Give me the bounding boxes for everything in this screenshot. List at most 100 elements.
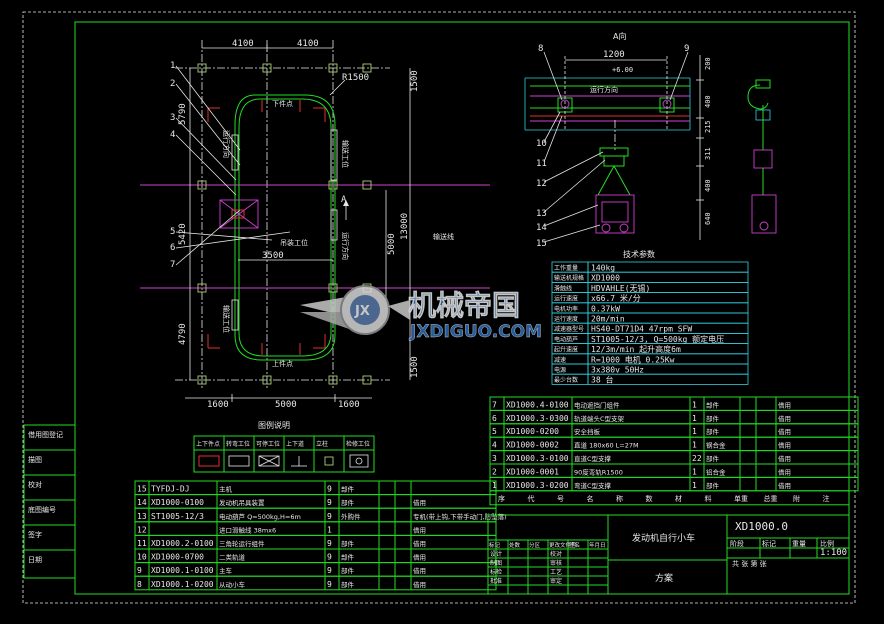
dim-right-inner-1: 5000 bbox=[387, 233, 397, 255]
stamp-label: 借用图登记 bbox=[28, 430, 63, 439]
legend-symbol-cross bbox=[258, 455, 280, 467]
watermark-cn: 机械帝国 bbox=[408, 289, 520, 322]
tb-right-label-2: 标记 bbox=[762, 539, 776, 548]
bom-cell: XD1000.4-0100 bbox=[506, 400, 569, 409]
tb-role-label: 校对 bbox=[550, 550, 562, 558]
dim-center: 3500 bbox=[262, 251, 284, 261]
bom-cell: 直道C型支撑 bbox=[574, 454, 612, 463]
bom-cell: 外购件 bbox=[341, 512, 361, 521]
bom-cell: 9 bbox=[327, 512, 332, 521]
bom-cell: 借用 bbox=[413, 498, 426, 507]
bom-header-label: 号 bbox=[557, 495, 564, 503]
tech-row-value: R=1000 电机 0.25Kw bbox=[591, 354, 675, 364]
bom-cell: 10 bbox=[137, 553, 147, 562]
bom-cell: 借用 bbox=[413, 553, 426, 562]
bom-cell: 借用 bbox=[778, 414, 791, 423]
bom-cell: 借用 bbox=[778, 481, 791, 490]
drawing-number: XD1000.0 bbox=[735, 520, 788, 533]
tb-header-label: 标记 bbox=[489, 541, 501, 549]
legend-label: 转弯工位 bbox=[226, 440, 250, 448]
bom-cell: 部件 bbox=[341, 580, 355, 589]
tech-row-value: 20m/min bbox=[591, 315, 625, 324]
tech-row-key: 减速 bbox=[554, 356, 566, 364]
tb-role-label: 审定 bbox=[550, 577, 562, 585]
tech-row-key: 运行速度 bbox=[554, 315, 578, 323]
bom-cell: 4 bbox=[492, 441, 497, 450]
tb-right-label-1: 阶段 bbox=[730, 539, 744, 548]
bom-cell: 9 bbox=[327, 566, 332, 575]
bom-cell: 借用 bbox=[778, 400, 791, 409]
bom-cell: 部件 bbox=[341, 539, 355, 548]
bom-cell: 9 bbox=[327, 498, 332, 507]
dim-right-outer-2: 1500 bbox=[410, 356, 420, 378]
dim-left-2: 5420 bbox=[178, 223, 188, 245]
bom-cell: 安全挡板 bbox=[574, 427, 601, 436]
bom-cell: XD1000-0700 bbox=[151, 553, 204, 562]
tech-row-value: XD1000 bbox=[591, 274, 620, 283]
radius-label: R1500 bbox=[342, 73, 369, 83]
bom-cell: 1 bbox=[692, 441, 697, 450]
sheet-count: 共 张 第 张 bbox=[732, 559, 767, 568]
bom-cell: 从动小车 bbox=[219, 580, 246, 589]
bom-cell: 部件 bbox=[341, 553, 355, 562]
legend-label: 检修工位 bbox=[346, 440, 370, 448]
bom-cell: 三角轮运行组件 bbox=[219, 539, 265, 548]
tb-header-label: 处数 bbox=[509, 541, 521, 549]
tb-role-label: 设计 bbox=[490, 550, 502, 558]
legend-title: 图例说明 bbox=[258, 420, 290, 430]
bom-cell: 1 bbox=[492, 481, 497, 490]
bom-cell: XD1000-0001 bbox=[506, 467, 559, 476]
bom-cell: 1 bbox=[692, 400, 697, 409]
callout-6: 6 bbox=[170, 243, 175, 253]
tech-row-value: 140kg bbox=[591, 264, 615, 273]
bom-cell: 9 bbox=[137, 566, 142, 575]
bom-cell: 15 bbox=[137, 485, 147, 494]
section-mark: A bbox=[341, 195, 347, 205]
dim-top-1: 4100 bbox=[232, 39, 254, 49]
side-dim-3: 215 bbox=[704, 120, 712, 133]
tech-row-value: ST1005-12/3, Q=500kg 额定电压 bbox=[591, 334, 724, 344]
tech-row-value: 0.37kW bbox=[591, 304, 620, 313]
bom-cell: 部件 bbox=[341, 485, 355, 494]
label-unload-station: 上件点 bbox=[272, 359, 293, 368]
callout-2: 2 bbox=[170, 79, 175, 89]
callout-1: 1 bbox=[170, 61, 175, 71]
scheme-label: 方案 bbox=[655, 572, 673, 584]
tech-row-value: 3x380v 50Hz bbox=[591, 366, 644, 375]
watermark-en: JXDIGUO.COM bbox=[409, 322, 542, 342]
tb-right-label-4: 比例 bbox=[820, 539, 834, 548]
bom-cell: 电动遮挡门组件 bbox=[574, 400, 620, 409]
bom-cell: 钢合金 bbox=[706, 441, 726, 450]
tb-role-label: 标检 bbox=[490, 568, 502, 576]
bom-cell: 部件 bbox=[706, 454, 720, 463]
label-lift-station: 吊装工位 bbox=[280, 238, 308, 247]
bom-cell: 13 bbox=[137, 512, 147, 521]
bom-header-label: 料 bbox=[705, 494, 712, 503]
tech-row-key: 运行速度 bbox=[554, 295, 578, 303]
label-left-vertical: 输送工位 bbox=[222, 305, 231, 333]
legend-label: 可停工位 bbox=[256, 440, 280, 448]
side-dim-5: 400 bbox=[704, 179, 712, 192]
callout-3: 3 bbox=[170, 113, 175, 123]
dim-right-inner-2: 13000 bbox=[400, 213, 410, 240]
legend-table: 上下件点转弯工位可停工位上下道立柱检修工位 bbox=[193, 435, 375, 473]
bom-cell: 主车 bbox=[219, 566, 233, 575]
tech-row-val-cell bbox=[587, 373, 749, 385]
dim-bottom-2: 5000 bbox=[275, 400, 297, 410]
tb-role-label: 制图 bbox=[490, 559, 502, 567]
bom-row bbox=[134, 521, 497, 536]
tech-row-value: 38 台 bbox=[591, 375, 613, 385]
tech-row-key: 滑触线 bbox=[554, 284, 572, 292]
label-load-station: 下件点 bbox=[272, 99, 293, 108]
bom-cell: 轨道端头C型支架 bbox=[574, 414, 625, 423]
bom-cell: 5 bbox=[492, 427, 497, 436]
side-callout-13: 13 bbox=[536, 209, 547, 219]
side-dim-1: 200 bbox=[704, 57, 712, 70]
bom-header-label: 序 bbox=[498, 494, 505, 503]
side-dim-4: 311 bbox=[704, 147, 712, 160]
bom-cell: XD1000.3-0300 bbox=[506, 414, 569, 423]
sheet-outer-border bbox=[22, 11, 856, 604]
bom-cell: 11 bbox=[137, 539, 147, 548]
bom-cell: XD1000-0200 bbox=[506, 427, 559, 436]
